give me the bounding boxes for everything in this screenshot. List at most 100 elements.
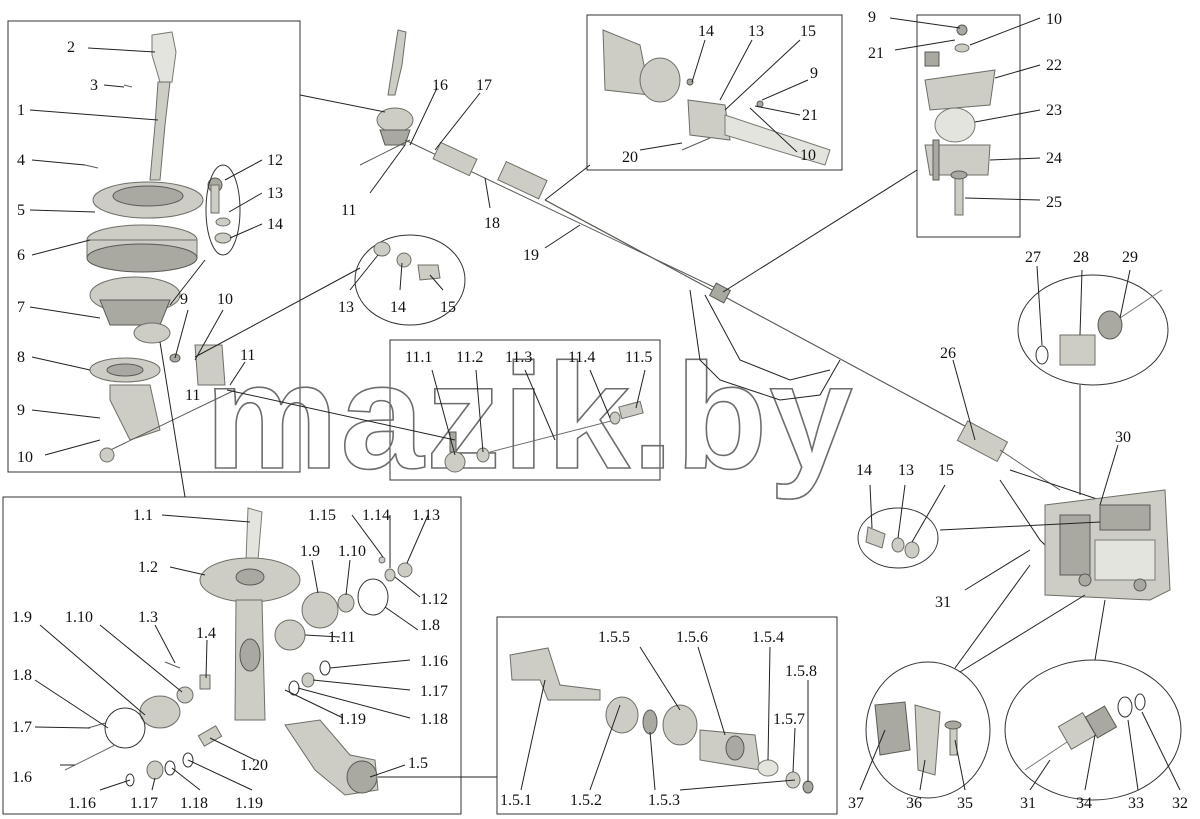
callout: 10	[217, 291, 233, 308]
inset-oval-fitting-27-29	[1017, 274, 1169, 386]
callout: 1	[17, 102, 25, 119]
callout: 9	[868, 9, 876, 26]
callout: 1.14	[362, 507, 390, 524]
callout: 29	[1122, 249, 1138, 266]
callout: 22	[1046, 57, 1062, 74]
callout: 19	[523, 247, 539, 264]
inset-frame-lever-assembly	[7, 20, 301, 473]
callout: 21	[868, 45, 884, 62]
callout: 26	[940, 345, 956, 362]
callout: 14	[390, 299, 406, 316]
callout: 37	[848, 795, 864, 812]
callout: 1.5.6	[676, 629, 708, 646]
inset-frame-lever-yoke	[2, 496, 462, 815]
bracket-35-37	[874, 701, 962, 776]
callout: 1.8	[12, 667, 32, 684]
fitting-27-29	[1035, 289, 1163, 366]
callout: 7	[17, 299, 25, 316]
callout: 34	[1076, 795, 1092, 812]
inset-frame-shaft-1-5	[496, 616, 838, 815]
callout: 1.15	[308, 507, 336, 524]
gearbox-housing	[1044, 489, 1171, 601]
callout: 24	[1046, 150, 1062, 167]
callout: 11.2	[456, 349, 483, 366]
callout: 13	[267, 185, 283, 202]
callout: 1.6	[12, 769, 32, 786]
callout: 1.17	[130, 795, 158, 812]
inset-oval-bracket-35-37	[865, 661, 991, 799]
bushings-lower	[865, 526, 920, 559]
callout: 1.10	[338, 543, 366, 560]
callout: 20	[622, 149, 638, 166]
callout: 10	[800, 147, 816, 164]
callout: 1.20	[240, 757, 268, 774]
callout: 1.8	[420, 617, 440, 634]
callout: 27	[1025, 249, 1041, 266]
callout: 17	[476, 77, 492, 94]
callout-labels: 1 2 3 4 5 6 7 8 9 10 11 12 13 14 9 10 11…	[12, 9, 1188, 812]
gear-lever-assembly	[84, 31, 241, 463]
callout: 1.5	[408, 755, 428, 772]
callout: 1.3	[138, 609, 158, 626]
callout: 14	[267, 216, 283, 233]
callout: 1.13	[412, 507, 440, 524]
inset-oval-fitting-31-34	[1004, 659, 1182, 801]
callout: 1.19	[235, 795, 263, 812]
watermark: mazik.by	[205, 332, 855, 500]
callout: 1.4	[196, 625, 216, 642]
callout: 1.18	[420, 711, 448, 728]
callout: 25	[1046, 194, 1062, 211]
callout: 11	[185, 387, 200, 404]
callout: 3	[90, 77, 98, 94]
callout: 23	[1046, 102, 1062, 119]
callout: 1.5.3	[648, 792, 680, 809]
callout: 1.5.4	[752, 629, 784, 646]
callout: 11.3	[505, 349, 532, 366]
callout: 33	[1128, 795, 1144, 812]
inset-frame-cable-end	[586, 14, 843, 171]
callout: 1.5.8	[785, 663, 817, 680]
gearshift-cable-assembly	[359, 29, 1101, 581]
callout: 11.5	[625, 349, 652, 366]
callout: 31	[935, 594, 951, 611]
callout: 15	[440, 299, 456, 316]
callout: 6	[17, 247, 25, 264]
callout: 16	[432, 77, 448, 94]
callout: 1.10	[65, 609, 93, 626]
callout: 1.17	[420, 683, 448, 700]
callout: 1.5.2	[570, 792, 602, 809]
callout: 14	[856, 462, 872, 479]
callout: 10	[17, 449, 33, 466]
callout: 9	[17, 402, 25, 419]
callout: 10	[1046, 11, 1062, 28]
callout: 11	[341, 202, 356, 219]
callout: 11	[240, 347, 255, 364]
callout: 32	[1172, 795, 1188, 812]
inset-oval-bushings-lower	[857, 507, 939, 569]
callout: 11.1	[405, 349, 432, 366]
bushings-13-15	[373, 241, 441, 281]
callout: 1.16	[68, 795, 96, 812]
inset-oval-bushings-13-15	[354, 234, 466, 326]
callout: 1.7	[12, 719, 32, 736]
rod-11-assembly	[444, 400, 644, 473]
callout: 1.5.5	[598, 629, 630, 646]
callout: 13	[898, 462, 914, 479]
callout: 1.9	[300, 543, 320, 560]
leader-lines	[29, 17, 1181, 791]
callout: 1.5.1	[500, 792, 532, 809]
callout: 1.1	[133, 507, 153, 524]
inset-frame-rod-11	[389, 339, 661, 481]
callout: 15	[800, 23, 816, 40]
callout: 30	[1115, 429, 1131, 446]
callout: 36	[906, 795, 922, 812]
callout: 9	[810, 65, 818, 82]
callout: 12	[267, 152, 283, 169]
callout: 1.18	[180, 795, 208, 812]
callout: 1.5.7	[773, 711, 805, 728]
callout: 1.16	[420, 653, 448, 670]
callout: 1.9	[12, 609, 32, 626]
shaft-1-5-assembly	[509, 647, 814, 794]
callout: 18	[484, 215, 500, 232]
callout: 11.4	[568, 349, 595, 366]
